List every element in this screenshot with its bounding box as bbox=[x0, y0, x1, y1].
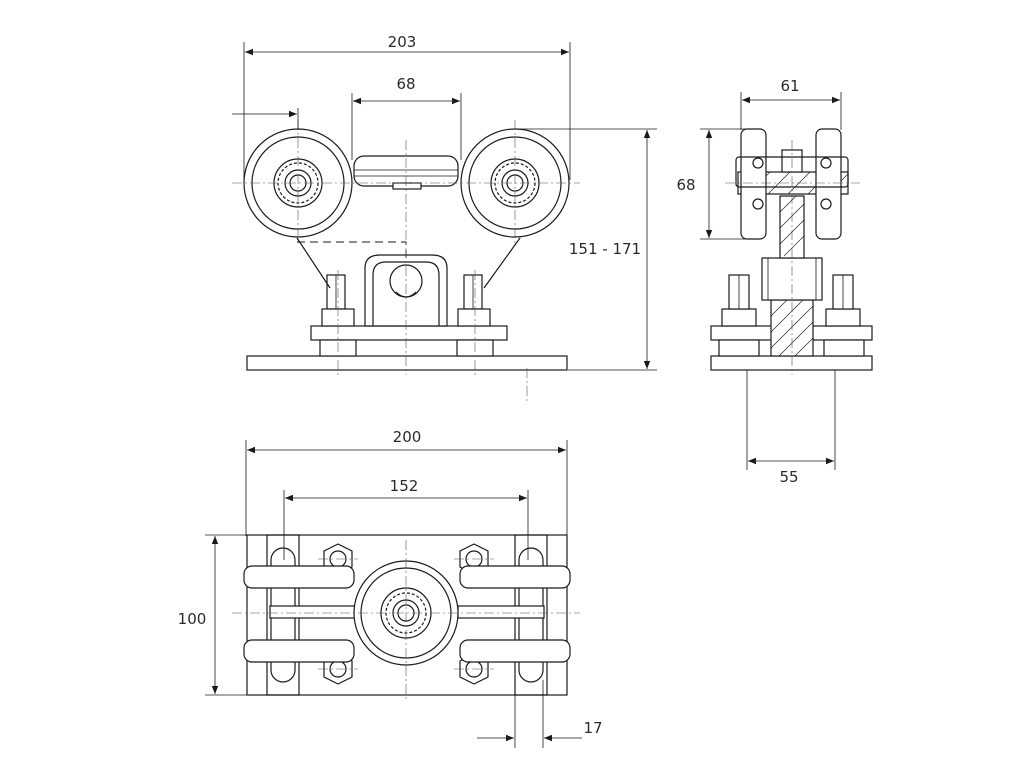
side-dimensions: 61 68 55 bbox=[676, 77, 842, 486]
dim-side-height: 68 bbox=[676, 176, 695, 194]
top-dimensions: 200 152 100 17 bbox=[178, 428, 603, 748]
dim-top-slot: 17 bbox=[583, 719, 602, 737]
wheel-strip-br bbox=[459, 639, 571, 663]
side-base-plate bbox=[710, 355, 873, 371]
side-wheel-right bbox=[815, 128, 842, 240]
top-view bbox=[232, 534, 580, 700]
side-view bbox=[710, 128, 873, 375]
wheel-strip-tl bbox=[243, 565, 355, 589]
wheel-strip-tr bbox=[459, 565, 571, 589]
base-plate bbox=[246, 355, 568, 371]
dim-front-height: 151 - 171 bbox=[569, 240, 641, 258]
front-view bbox=[232, 120, 580, 402]
bracket-arms bbox=[296, 237, 521, 289]
mounting-plate bbox=[310, 325, 508, 341]
dim-front-width: 203 bbox=[388, 33, 417, 51]
dim-side-width: 61 bbox=[780, 77, 799, 95]
nut-right-upper bbox=[457, 308, 491, 327]
dim-top-width: 200 bbox=[393, 428, 422, 446]
dim-top-inner: 152 bbox=[390, 477, 419, 495]
axle-bar-right bbox=[457, 605, 545, 619]
dim-front-inner: 68 bbox=[396, 75, 415, 93]
dim-side-base: 55 bbox=[779, 468, 798, 486]
dim-top-height: 100 bbox=[178, 610, 207, 628]
front-dimensions: 203 68 151 - 171 bbox=[232, 33, 657, 371]
side-wheel-left bbox=[740, 128, 767, 240]
axle-bar-left bbox=[269, 605, 357, 619]
wheel-strip-bl bbox=[243, 639, 355, 663]
